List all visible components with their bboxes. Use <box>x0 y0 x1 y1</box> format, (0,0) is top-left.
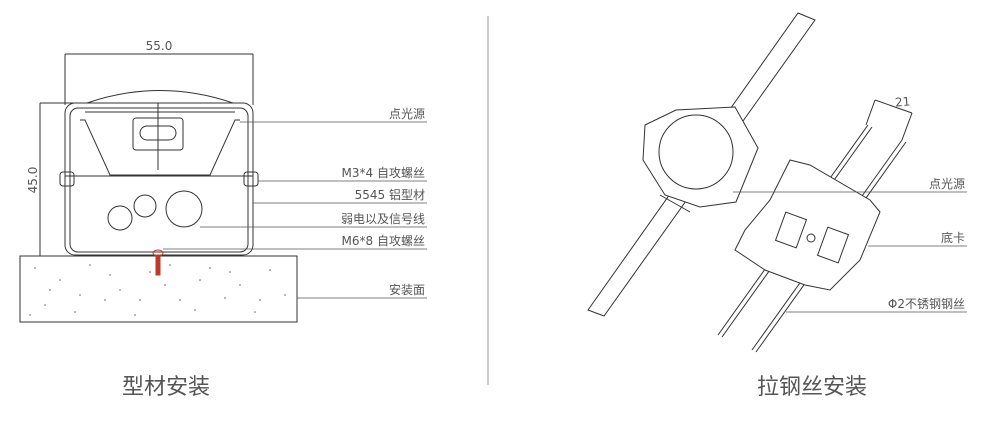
m6-screw-icon <box>152 249 164 276</box>
label-mounting-surface: 安装面 <box>389 282 425 297</box>
label-m3-screw: M3*4 自攻螺丝 <box>342 166 425 180</box>
label-signal-wire: 弱电以及信号线 <box>341 212 425 226</box>
width-dimension: 55.0 <box>146 39 173 53</box>
label-aluminum-profile: 5545 铝型材 <box>355 187 425 202</box>
label-point-light: 点光源 <box>389 107 425 121</box>
left-panel-title: 型材安装 <box>122 375 210 400</box>
height-dimension: 45.0 <box>26 167 40 194</box>
label-m6-screw: M6*8 自攻螺丝 <box>342 234 425 248</box>
profile-install-drawing <box>19 53 298 323</box>
label-base-clip: 底卡 <box>941 230 965 245</box>
label-point-light-right: 点光源 <box>929 177 965 191</box>
left-leader-lines <box>163 121 427 299</box>
wire-spacing-dimension: 21 <box>894 94 910 109</box>
mounting-surface-texture <box>29 264 286 316</box>
right-leader-lines <box>733 191 967 313</box>
label-steel-wire: Φ2不锈钢钢丝 <box>888 297 965 311</box>
right-panel-title: 拉钢丝安装 <box>757 375 867 400</box>
steel-wire-install-drawing <box>587 12 913 353</box>
